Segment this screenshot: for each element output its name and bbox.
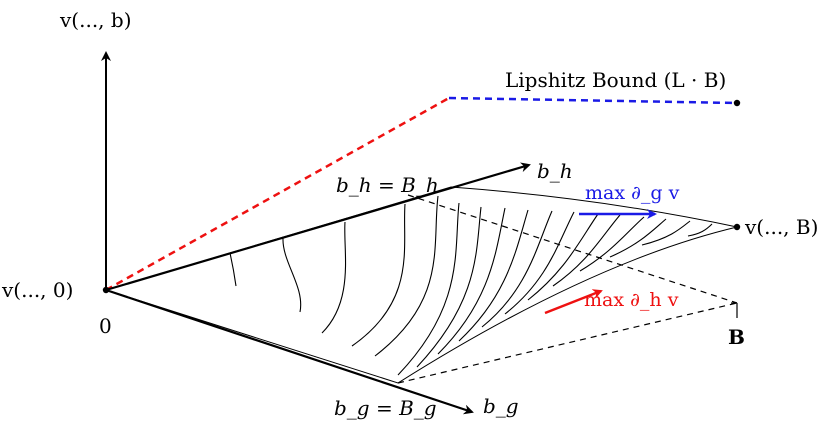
- bh-axis-label: b_h: [537, 159, 573, 183]
- bg-axis: [105, 288, 474, 415]
- max-g-label: max ∂_g v: [585, 182, 680, 204]
- bh-axis: [105, 162, 531, 292]
- lipschitz-endpoint: [733, 99, 741, 107]
- max-h-arrow: [544, 289, 603, 315]
- vB-label: v(..., B): [744, 215, 818, 239]
- surface-outline: [104, 186, 738, 384]
- B-label: B: [728, 325, 745, 349]
- lipschitz-flat-line: [448, 96, 738, 105]
- v-axis-label: v(..., b): [59, 8, 132, 32]
- lipschitz-label: Lipshitz Bound (L · B): [505, 68, 726, 92]
- surface-contours: [229, 195, 713, 376]
- projection-lines: [397, 194, 738, 384]
- origin-zero-label: 0: [99, 314, 112, 338]
- origin-value-label: v(..., 0): [1, 278, 73, 302]
- max-h-label: max ∂_h v: [584, 289, 679, 311]
- vB-point: [733, 223, 741, 231]
- bh-bound-label: b_h = B_h: [336, 173, 439, 197]
- bg-bound-label: b_g = B_g: [334, 396, 437, 420]
- lipschitz-rise-line: [105, 96, 450, 292]
- origin-point: [102, 286, 110, 294]
- bg-axis-label: b_g: [483, 394, 519, 418]
